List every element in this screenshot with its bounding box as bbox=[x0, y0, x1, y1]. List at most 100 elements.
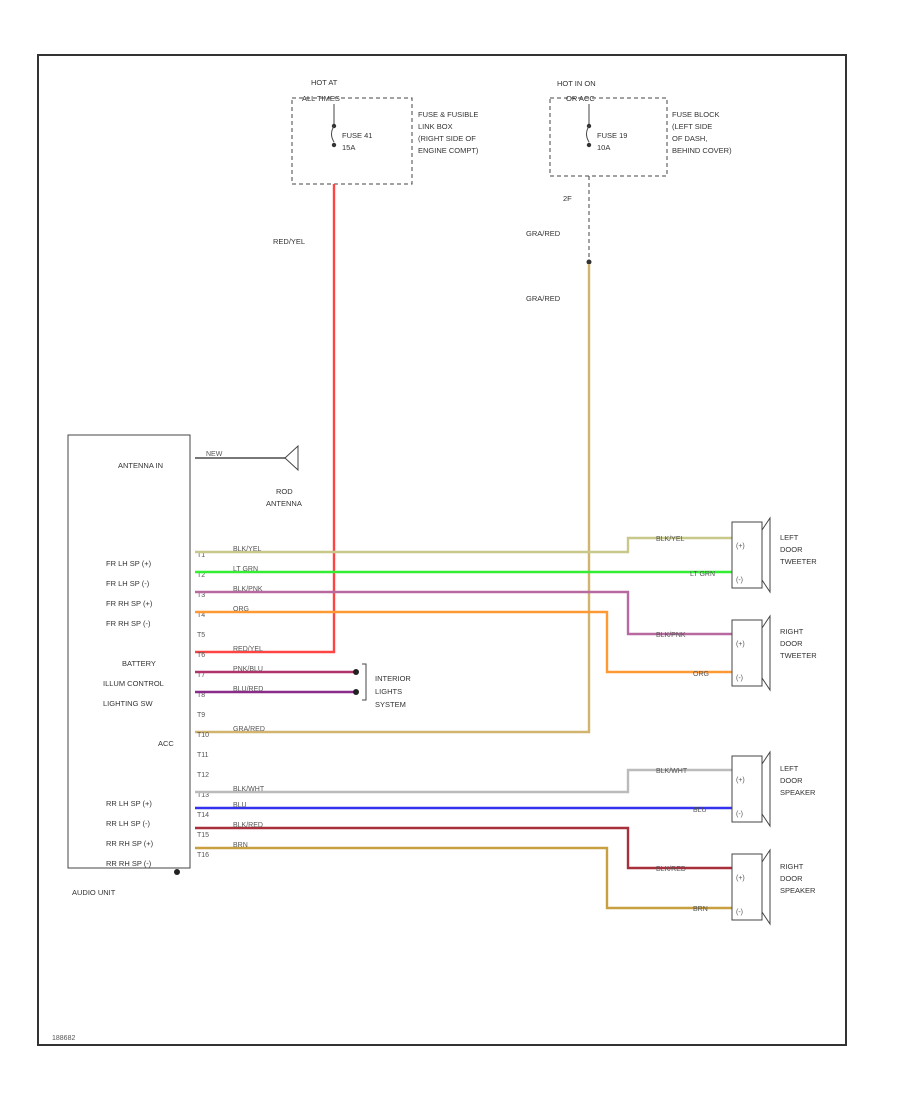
speaker-label-1: LEFT bbox=[780, 764, 799, 773]
wire-t3-label: BLK/PNK bbox=[233, 586, 263, 593]
pin-t4: T4 bbox=[197, 612, 205, 619]
right-wire-label-b: LT GRN bbox=[690, 571, 715, 578]
fuse-right-terminal-bottom bbox=[586, 142, 592, 148]
speaker-cone-icon bbox=[761, 750, 771, 828]
pin-t7: T7 bbox=[197, 672, 205, 679]
fuse-left-name: FUSE 41 bbox=[342, 131, 372, 140]
antenna-symbol bbox=[284, 444, 299, 472]
audio-unit-ground-dot bbox=[174, 869, 180, 875]
wire-t1-label: BLK/YEL bbox=[233, 546, 262, 553]
speaker-label-2: DOOR bbox=[780, 545, 803, 554]
wire-t10-label: GRA/RED bbox=[233, 726, 265, 733]
audio-unit-pins: T1 T2 T3 T4 T5 T6 T7 T8 T9 T10 T11 T12 T… bbox=[197, 552, 209, 859]
right-wire-label-e: BLK/WHT bbox=[656, 768, 688, 775]
speaker-label-3: TWEETER bbox=[780, 557, 817, 566]
antenna-label-2: ANTENNA bbox=[266, 499, 302, 508]
fuse-left-desc-3: (RIGHT SIDE OF bbox=[418, 134, 476, 143]
wire-t14-label: BLU bbox=[233, 802, 247, 809]
fuse-left-hot: HOT AT bbox=[311, 78, 338, 87]
pin-t16: T16 bbox=[197, 852, 209, 859]
speaker-label-2: DOOR bbox=[780, 776, 803, 785]
fuse-right-desc-3: OF DASH, bbox=[672, 134, 707, 143]
label-fr-rh-neg: FR RH SP (-) bbox=[106, 619, 151, 628]
pin-t12: T12 bbox=[197, 772, 209, 779]
fuse-right-desc-4: BEHIND COVER) bbox=[672, 146, 732, 155]
speaker-pin-pos: (+) bbox=[736, 875, 745, 882]
wire-t8-label: BLU/RED bbox=[233, 686, 263, 693]
antenna-wire-label: NEW bbox=[206, 451, 223, 458]
label-battery: BATTERY bbox=[122, 659, 156, 668]
interior-lights-label-2: LIGHTS bbox=[375, 687, 402, 696]
wire-gra-red-label-lower: GRA/RED bbox=[526, 294, 561, 303]
label-fr-lh-pos: FR LH SP (+) bbox=[106, 559, 152, 568]
pin-t14: T14 bbox=[197, 812, 209, 819]
interior-lights-dot-2 bbox=[353, 689, 359, 695]
wire-t15-blk-red bbox=[195, 826, 732, 870]
speaker-pin-neg: (-) bbox=[736, 909, 743, 916]
wire-t13-label: BLK/WHT bbox=[233, 786, 265, 793]
audio-unit-title: AUDIO UNIT bbox=[72, 888, 116, 897]
pin-t5: T5 bbox=[197, 632, 205, 639]
label-rr-rh-neg: RR RH SP (-) bbox=[106, 859, 152, 868]
connector-2f-label: 2F bbox=[563, 194, 572, 203]
speaker-pin-pos: (+) bbox=[736, 543, 745, 550]
fuse-right-hot: HOT IN ON bbox=[557, 79, 596, 88]
wire-red-yel-battery bbox=[195, 184, 336, 654]
wire-t15-label: BLK/RED bbox=[233, 822, 263, 829]
splice-dot-gra-red bbox=[586, 259, 592, 265]
label-illum-control: ILLUM CONTROL bbox=[103, 679, 164, 688]
fuse-right-amps: 10A bbox=[597, 143, 610, 152]
speaker-pin-pos: (+) bbox=[736, 641, 745, 648]
right-wire-label-h: BRN bbox=[693, 906, 708, 913]
fuse-left-element bbox=[331, 125, 335, 143]
speaker-body bbox=[731, 853, 763, 921]
figure-code: 188682 bbox=[52, 1035, 75, 1042]
speaker-cone-icon bbox=[761, 614, 771, 692]
pin-t2: T2 bbox=[197, 572, 205, 579]
fuse-right-hot2: OR ACC bbox=[566, 94, 595, 103]
speaker-pin-neg: (-) bbox=[736, 577, 743, 584]
speaker-body bbox=[731, 619, 763, 687]
label-rr-rh-pos: RR RH SP (+) bbox=[106, 839, 154, 848]
wire-t4-org bbox=[195, 610, 732, 674]
antenna-in-label: ANTENNA IN bbox=[118, 461, 163, 470]
speaker-left-door-speaker: (+) (-) LEFT DOOR SPEAKER bbox=[731, 750, 816, 828]
pin-t11: T11 bbox=[197, 752, 209, 759]
wire-t16-label: BRN bbox=[233, 842, 248, 849]
fuse-left-hot2: ALL TIMES bbox=[302, 94, 340, 103]
speaker-label-3: SPEAKER bbox=[780, 886, 816, 895]
wire-t6-label: RED/YEL bbox=[233, 646, 263, 653]
wire-red-yel-label: RED/YEL bbox=[273, 237, 305, 246]
fuse-right-desc-2: (LEFT SIDE bbox=[672, 122, 712, 131]
pin-t6: T6 bbox=[197, 652, 205, 659]
speaker-right-door-tweeter: (+) (-) RIGHT DOOR TWEETER bbox=[731, 614, 817, 692]
fuse-right-box bbox=[549, 97, 668, 177]
right-wire-label-a: BLK/YEL bbox=[656, 536, 685, 543]
interior-lights-label-3: SYSTEM bbox=[375, 700, 406, 709]
speaker-right-door-speaker: (+) (-) RIGHT DOOR SPEAKER bbox=[731, 848, 816, 926]
wire-t7-label: PNK/BLU bbox=[233, 666, 263, 673]
fuse-right-name: FUSE 19 bbox=[597, 131, 627, 140]
speaker-body bbox=[731, 755, 763, 823]
wire-t13-blk-wht bbox=[195, 768, 732, 794]
label-fr-lh-neg: FR LH SP (-) bbox=[106, 579, 150, 588]
fuse-right-group: HOT IN ON OR ACC FUSE 19 10A FUSE BLOCK … bbox=[526, 79, 732, 303]
speaker-label-2: DOOR bbox=[780, 874, 803, 883]
speaker-label-1: RIGHT bbox=[780, 627, 804, 636]
wire-t1-blk-yel bbox=[195, 536, 732, 554]
speaker-pin-pos: (+) bbox=[736, 777, 745, 784]
pin-t10: T10 bbox=[197, 732, 209, 739]
rod-antenna: NEW ROD ANTENNA bbox=[195, 444, 302, 508]
interior-lights-label-1: INTERIOR bbox=[375, 674, 411, 683]
label-rr-lh-pos: RR LH SP (+) bbox=[106, 799, 152, 808]
antenna-label-1: ROD bbox=[276, 487, 293, 496]
fuse-right-element bbox=[586, 125, 590, 143]
wire-t3-blk-pnk bbox=[195, 590, 732, 636]
fuse-left-amps: 15A bbox=[342, 143, 355, 152]
fuse-left-group: HOT AT ALL TIMES FUSE 41 15A FUSE & FUSI… bbox=[291, 78, 479, 185]
speaker-cone-icon bbox=[761, 516, 771, 594]
pin-t13: T13 bbox=[197, 792, 209, 799]
speaker-label-1: RIGHT bbox=[780, 862, 804, 871]
fuse-left-desc-4: ENGINE COMPT) bbox=[418, 146, 479, 155]
